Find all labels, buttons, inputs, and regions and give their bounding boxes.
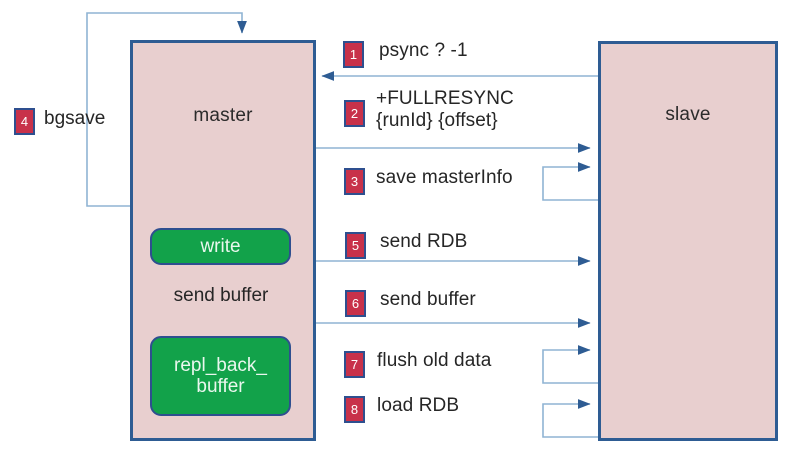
- badge-step-2[interactable]: 2: [344, 100, 365, 127]
- node-master-label: master: [193, 105, 253, 126]
- box-repl-back-buffer[interactable]: repl_back_ buffer: [150, 336, 291, 416]
- label-bgsave: bgsave: [44, 108, 106, 129]
- label-send-buffer-internal: send buffer: [173, 285, 269, 306]
- connector-step-8: [542, 399, 598, 438]
- box-write-label: write: [200, 235, 241, 257]
- label-step-8: load RDB: [377, 395, 460, 416]
- badge-step-6[interactable]: 6: [345, 290, 366, 317]
- label-step-1: psync ? -1: [379, 40, 468, 61]
- badge-step-4[interactable]: 4: [14, 108, 35, 135]
- badge-step-8[interactable]: 8: [344, 396, 365, 423]
- box-repl-back-buffer-label: repl_back_ buffer: [174, 354, 267, 397]
- box-write[interactable]: write: [150, 228, 291, 265]
- badge-step-5[interactable]: 5: [345, 232, 366, 259]
- label-step-5: send RDB: [380, 231, 468, 252]
- label-step-3: save masterInfo: [376, 167, 513, 188]
- label-step-6: send buffer: [380, 289, 476, 310]
- badge-step-1[interactable]: 1: [343, 41, 364, 68]
- connector-step-7: [542, 345, 598, 384]
- connector-step-3: [542, 162, 598, 201]
- badge-step-7[interactable]: 7: [344, 351, 365, 378]
- label-step-7: flush old data: [377, 350, 492, 371]
- badge-step-3[interactable]: 3: [344, 168, 365, 195]
- label-step-2: +FULLRESYNC {runId} {offset}: [376, 88, 514, 131]
- node-slave-label: slave: [665, 104, 711, 125]
- node-slave[interactable]: slave: [598, 41, 778, 441]
